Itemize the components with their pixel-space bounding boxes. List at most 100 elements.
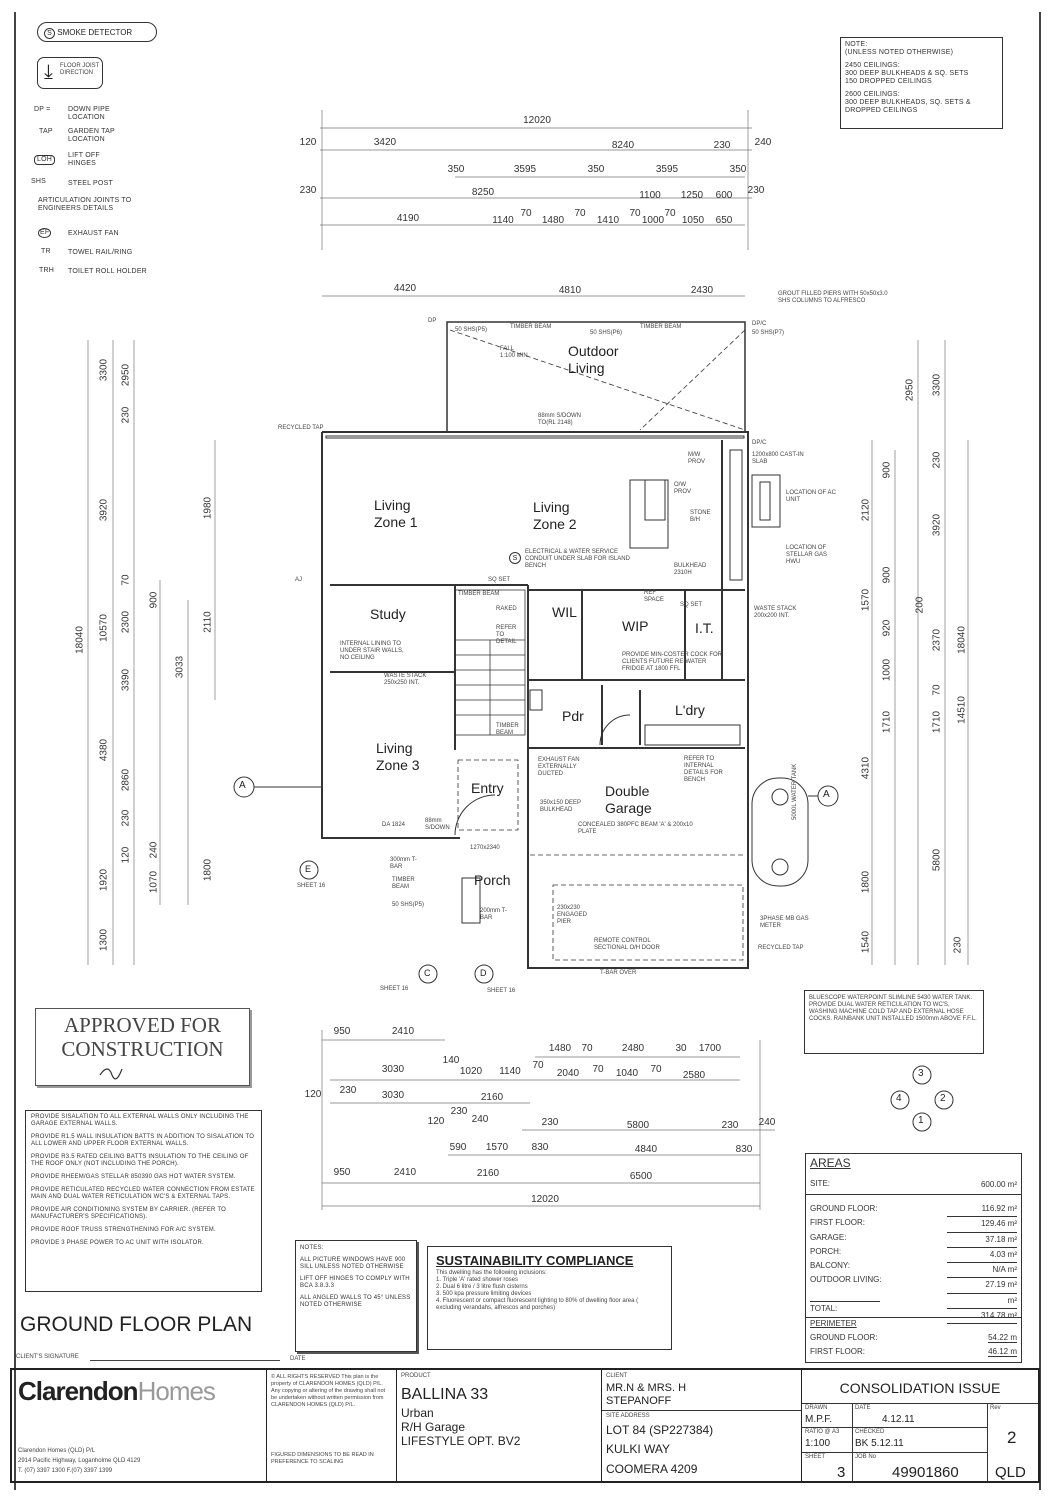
client-cell: CLIENT MR.N & MRS. H STEPANOFF SITE ADDR… [602,1370,802,1481]
dimension-label: 230 [713,140,731,151]
sustainability-title: SUSTAINABILITY COMPLIANCE [436,1253,634,1268]
dimension-label: 950 [333,1167,351,1178]
dimension-label: 30 [675,1043,687,1054]
company-cell: ClarendonHomes Clarendon Homes (QLD) P/L… [12,1370,267,1481]
note-text: 300 DEEP BULKHEADS, SQ. SETS & [845,99,971,106]
area-value: 116.92 m² [947,1202,1017,1218]
dimension-label: 10570 [98,614,110,642]
area-value: 129.46 m² [947,1217,1017,1233]
annotation: WASTE STACK 200x200 INT. [754,606,797,619]
dimensions-note: FIGURED DIMENSIONS TO BE READ IN PREFERE… [271,1452,374,1465]
dimension-label: 3030 [381,1064,405,1075]
dimension-label: 1700 [698,1043,722,1054]
dimension-label: 4310 [860,756,872,780]
annotation: 3PHASE MB GAS METER [760,916,809,929]
note-text: 300 DEEP BULKHEADS & SQ. SETS [845,70,969,77]
note-text: (UNLESS NOTED OTHERWISE) [845,49,954,56]
note-item: LIFT OFF HINGES TO COMPLY WITH BCA 3.8.3… [300,1276,410,1289]
dimension-label: 3390 [120,668,132,692]
dimension-label: 1250 [680,190,704,201]
dimension-label: 2950 [120,363,132,387]
water-tank-note: BLUESCOPE WATERPOINT SLIMLINE 5430 WATER… [804,990,984,1054]
company-logo: ClarendonHomes [18,1376,216,1407]
annotation: INTERNAL LINING TO UNDER STAIR WALLS, NO… [340,641,404,661]
dimension-label: 2160 [476,1168,500,1179]
legend-item-label: LIFT OFF HINGES [68,152,100,167]
product-detail: Urban [401,1406,434,1420]
annotation: CONCEALED 380PFC BEAM 'A' & 200x10 PLATE [578,822,693,835]
annotation: DA 1824 [382,822,406,828]
smoke-detector-icon: S [44,28,55,39]
dimension-label: 4380 [98,738,110,762]
compass-label: 1 [918,1115,924,1126]
area-value: 4.03 m² [947,1248,1017,1264]
annotation: 50 SHS(P5) [455,327,488,333]
field-label: DATE [855,1405,871,1411]
note-text: 2450 CEILINGS: [845,62,900,69]
annotation: TIMBER BEAM [496,723,519,736]
dimension-label: 3595 [513,164,537,175]
annotation: SQ SET [488,577,511,583]
dimension-label: 830 [531,1142,549,1153]
dimension-label: 2480 [621,1043,645,1054]
stamp-text: CONSTRUCTION [61,1037,224,1061]
dimension-label: 70 [120,574,132,586]
company-address: 2914 Pacific Highway, Loganholme QLD 412… [18,1458,141,1464]
dimension-label: 1800 [202,858,214,882]
area-value: 27.19 m² [947,1278,1017,1294]
annotation: DP/C [752,440,767,446]
exhaust-fan-icon: EF [38,228,52,238]
dimension-label: 70 [931,684,943,696]
note-text: 2600 CEILINGS: [845,91,900,98]
annotation: 1270x2340 [470,845,500,851]
fixtures [454,449,809,924]
area-label: SITE: [810,1179,831,1188]
issue-title: CONSOLIDATION ISSUE [839,1380,1001,1396]
section-marker-a[interactable]: A [239,780,246,791]
dimension-label: 350 [729,164,747,175]
annotation: PROVIDE MIN-COSTER COCK FOR CLIENTS FUTU… [622,652,723,672]
room-double-garage: Double Garage [605,783,652,816]
notes-box: NOTES: ALL PICTURE WINDOWS HAVE 900 SILL… [295,1240,417,1352]
dimension-label: 1100 [639,190,661,201]
dimension-label: 3300 [98,358,110,382]
annotation: EXHAUST FAN EXTERNALLY DUCTED [538,757,580,777]
drawn-by: M.P.F. [805,1414,833,1425]
compass-symbol [890,1065,954,1132]
legend-label: SMOKE DETECTOR [57,28,133,37]
dimension-label: 240 [471,1114,489,1125]
annotation: 300mm T-BAR [390,857,417,870]
compass-label: 3 [918,1068,924,1079]
dimension-label: 4420 [393,283,417,294]
area-label: PORCH: [810,1246,842,1256]
dimension-label: 70 [650,1064,662,1075]
towel-rail-icon: TR [41,248,51,255]
section-marker-c[interactable]: C [424,968,431,978]
area-value: m² [947,1294,1017,1310]
note-text: 150 DROPPED CEILINGS [845,78,932,85]
area-value: 600.00 m² [980,1180,1017,1189]
section-marker-a[interactable]: A [823,789,830,800]
dimension-label: 2950 [904,378,916,402]
checked-by: BK 5.12.11 [855,1438,904,1449]
dimension-label: 4840 [634,1144,658,1155]
toilet-roll-icon: TRH [39,267,54,274]
sustainability-item: 2. Dual 6 litre / 3 litre flush cisterns [436,1284,528,1290]
section-marker-e[interactable]: E [305,864,312,874]
site-address: KULKI WAY [606,1442,671,1456]
product-detail: LIFESTYLE OPT. BV2 [401,1434,521,1448]
notes-title: NOTES: [300,1245,324,1251]
annotation: 200mm T-BAR [480,908,507,921]
dimension-label: 240 [148,841,160,859]
note-item: PROVIDE 3 PHASE POWER TO AC UNIT WITH IS… [31,1240,204,1246]
dimension-label: 1480 [548,1043,572,1054]
dimension-label: 3030 [381,1090,405,1101]
field-label: SHEET [805,1454,826,1460]
client-name: MR.N & MRS. H [606,1382,687,1394]
section-marker-d[interactable]: D [480,968,487,978]
perimeter-value: 46.12 m [988,1347,1017,1357]
area-label: FIRST FLOOR: [810,1218,865,1228]
dimension-label: 830 [735,1144,753,1155]
sustainability-text: This dwelling has the following inclusio… [436,1270,547,1276]
